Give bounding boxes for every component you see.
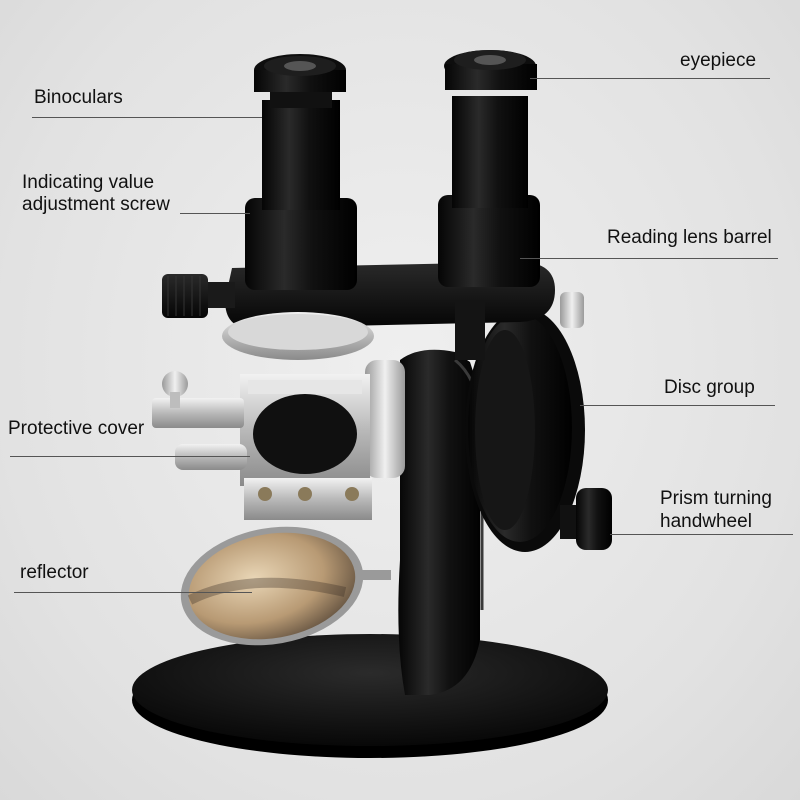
base [132, 634, 608, 758]
leader-protective-cover [10, 456, 250, 457]
disc-group [465, 308, 585, 552]
adjustment-screw [162, 274, 235, 318]
leader-indicating-value [180, 213, 250, 214]
leader-binoculars [32, 117, 262, 118]
label-indicating-value-line2: adjustment screw [22, 194, 170, 215]
leader-disc-group [580, 405, 775, 406]
left-tube [245, 54, 357, 290]
leader-prism-handwheel [610, 534, 793, 535]
label-prism-handwheel-line1: Prism turning [660, 488, 772, 509]
leader-reflector [14, 592, 252, 593]
right-tube [438, 50, 540, 287]
label-indicating-value-line1: Indicating value [22, 172, 155, 193]
prism-housing [152, 360, 405, 520]
silver-dial [222, 312, 374, 360]
label-disc-group: Disc group [664, 377, 755, 398]
prism-handwheel [560, 488, 612, 550]
label-binoculars: Binoculars [34, 87, 123, 108]
side-knob [560, 292, 584, 328]
label-prism-handwheel-line2: handwheel [660, 511, 752, 532]
label-reading-lens-barrel: Reading lens barrel [607, 227, 772, 248]
label-reflector: reflector [20, 562, 89, 583]
leader-eyepiece [530, 78, 770, 79]
leader-reading-lens-barrel [520, 258, 778, 259]
reflector-mirror [180, 526, 391, 646]
label-protective-cover: Protective cover [8, 418, 145, 439]
label-eyepiece: eyepiece [680, 50, 757, 71]
